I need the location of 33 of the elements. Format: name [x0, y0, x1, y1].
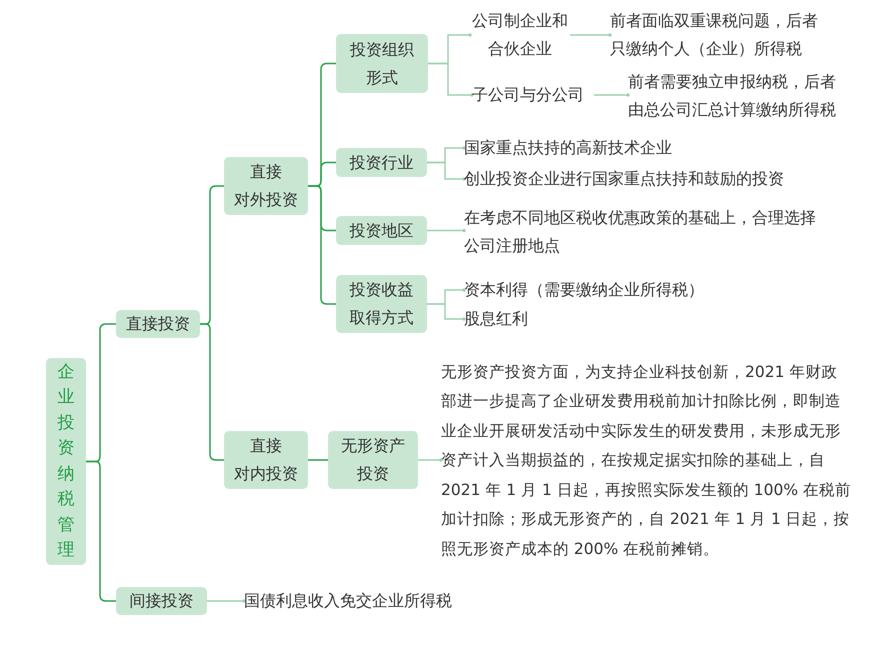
topic-text: 创业投资企业进行国家重点扶持和鼓励的投资: [464, 166, 834, 192]
topic-text: 股息红利: [464, 306, 544, 332]
connector-line: [85, 460, 117, 602]
topic-box: 直接 对内投资: [224, 431, 308, 489]
topic-box: 投资收益取得方式: [336, 275, 427, 333]
connector-line: [307, 185, 337, 305]
connector-line: [207, 599, 246, 603]
topic-text: 前者需要独立申报纳税，后者由总公司汇总计算缴纳所得税: [628, 67, 843, 125]
connector-line: [427, 162, 466, 181]
topic-text: 国家重点扶持的高新技术企业: [464, 136, 714, 160]
topic-text: 前者面临双重课税问题，后者只缴纳个人（企业）所得税: [610, 6, 825, 64]
connector-line: [418, 458, 443, 462]
topic-box: 直接投资: [116, 310, 200, 338]
topic-text: 公司制企业和合伙企业: [470, 6, 570, 64]
topic-text: 资本利得（需要缴纳企业所得税）: [464, 277, 744, 303]
topic-text: 无形资产投资方面，为支持企业科技创新，2021 年财政部进一步提高了企业研发费用税前加计扣除比例，即制造业企业开展研发活动中实际发生的研发费用，未形成无形资产计入当期损益的，在按规定据实扣除的基础上，自 2021 年 1 月 1 日起，再按照实际发生额的 100% 在税前加计扣除；形成无形资产的，自 2021 年 1 月 1 日起，按照无形资产成本的 200% 在税前摊销。: [441, 352, 853, 570]
topic-box: 企业投资纳税管理: [46, 358, 86, 565]
topic-box: 投资行业: [336, 148, 427, 177]
topic-box: 投资组织形式: [336, 34, 428, 93]
topic-box: 投资地区: [336, 216, 427, 245]
topic-box: 无形资产投资: [328, 431, 418, 489]
topic-box: 间接投资: [116, 587, 207, 615]
topic-text: 子公司与分公司: [472, 81, 594, 109]
topic-text: 在考虑不同地区税收优惠政策的基础上，合理选择公司注册地点: [464, 203, 826, 261]
connector-line: [308, 459, 328, 461]
topic-box: 直接 对外投资: [224, 157, 308, 215]
connector-line: [428, 62, 474, 97]
connector-line: [199, 323, 225, 461]
connector-line: [427, 228, 466, 232]
connector-line: [594, 93, 630, 97]
topic-text: 国债利息收入免交企业所得税: [244, 588, 484, 614]
connector-line: [570, 33, 612, 37]
connector-line: [427, 303, 466, 321]
